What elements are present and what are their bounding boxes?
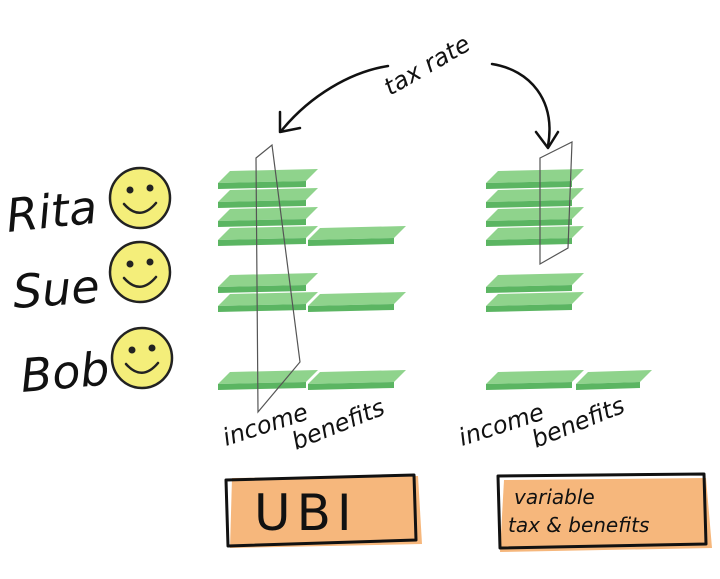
right-income-plate: [486, 188, 584, 208]
left-income-stack: [218, 169, 318, 390]
left-benefits-plate: [308, 226, 406, 246]
smiley-bob-icon: [110, 326, 174, 390]
left-income-plate: [218, 292, 318, 312]
smiley-sue-icon: [108, 240, 172, 304]
right-benefits-plate: [576, 370, 652, 390]
right-benefits-label: benefits: [528, 391, 629, 453]
left-income-plate: [218, 273, 318, 293]
smiley-rita-icon: [108, 166, 172, 230]
right-income-plate: [486, 292, 584, 312]
right-income-plate: [486, 273, 584, 293]
right-income-plate: [486, 169, 584, 189]
left-income-plate: [218, 370, 318, 390]
variable-label-line2: tax & benefits: [508, 513, 649, 537]
right-tax-rate-plane: [539, 141, 573, 266]
right-income-plate: [486, 370, 584, 390]
variable-scheme-box: variable tax & benefits: [496, 472, 712, 552]
left-benefits-plate: [308, 292, 406, 312]
ubi-label: UBI: [254, 484, 358, 542]
name-bob: Bob: [18, 341, 111, 403]
right-income-plate: [486, 207, 584, 227]
tax-rate-arrow: [278, 62, 560, 150]
left-income-plate: [218, 207, 318, 227]
name-sue: Sue: [11, 259, 101, 319]
left-income-plate: [218, 169, 318, 189]
ubi-box: UBI: [224, 473, 422, 548]
name-rita: Rita: [4, 180, 100, 243]
tax-rate-label: tax rate: [379, 30, 475, 102]
left-tax-rate-plane: [255, 143, 301, 414]
right-income-plate: [486, 226, 584, 246]
right-income-stack: [486, 169, 584, 390]
left-income-plate: [218, 188, 318, 208]
right-benefits-stack: [576, 370, 652, 390]
variable-label-line1: variable: [514, 485, 595, 509]
left-benefits-plate: [308, 370, 406, 390]
left-income-plate: [218, 226, 318, 246]
left-benefits-stack: [308, 226, 406, 390]
